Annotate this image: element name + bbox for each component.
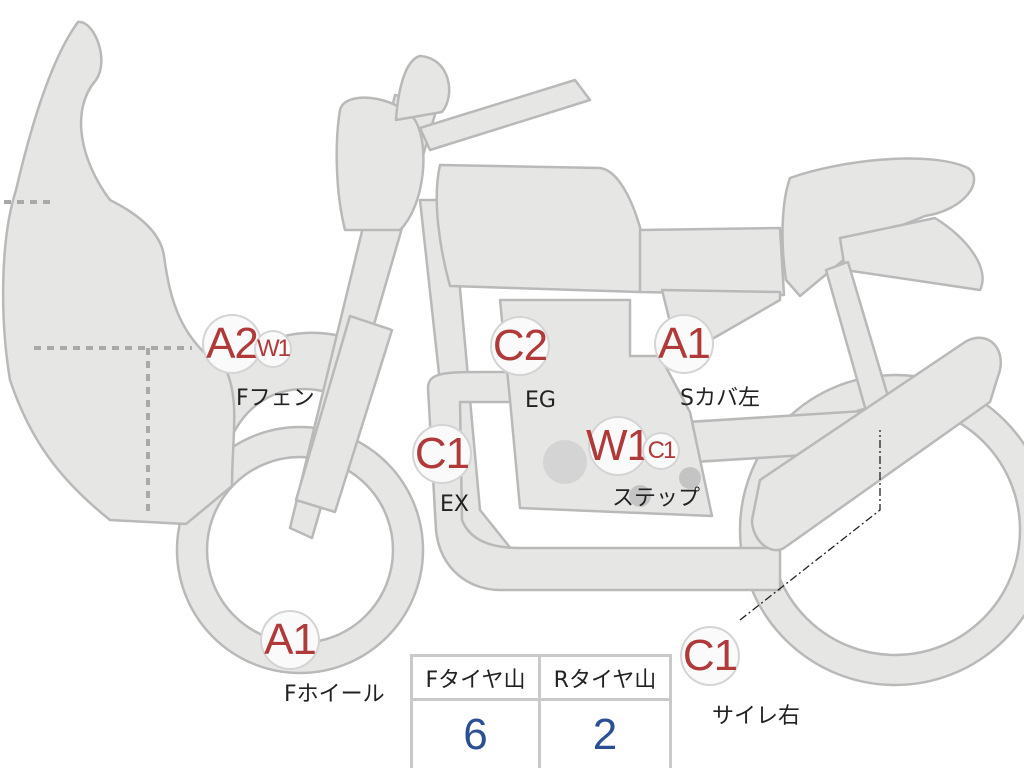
front-wheel-a1-marker: A1 [262, 612, 318, 668]
tire-tread-table: Fタイヤ山 Rタイヤ山 6 2 [410, 654, 672, 768]
front-fender-w1-marker: W1 [256, 332, 291, 366]
fuel-tank [435, 163, 652, 294]
exhaust-c1-marker: C1 [414, 426, 470, 482]
muffler-c1-marker: C1 [682, 628, 738, 684]
side-cover-a1-marker: A1 [656, 316, 712, 372]
front-tire-header: Fタイヤ山 [413, 657, 541, 701]
mirror [394, 54, 451, 122]
front-tire-value: 6 [413, 701, 541, 768]
fork-slider [294, 314, 394, 514]
front-fairing [1, 20, 236, 526]
engine-cover [543, 440, 587, 484]
exhaust-label: EX [440, 492, 469, 517]
side-cover-label: Sカバ左 [680, 386, 760, 411]
front-wheel-label: Fホイール [284, 682, 385, 707]
tail-cowl [781, 157, 976, 298]
muffler-label: サイレ右 [712, 704, 801, 729]
headlight [335, 96, 425, 232]
step-c1-marker: C1 [644, 434, 678, 468]
front-fender-a2-marker: A2 [204, 316, 260, 372]
muffler-leader-line [739, 430, 881, 621]
rear-tire-value: 2 [592, 709, 618, 759]
front-fender-label: Fフェン [236, 386, 315, 411]
step-w1-marker: W1 [586, 418, 651, 474]
rear-fender [838, 216, 984, 292]
step-label: ステップ [612, 486, 701, 511]
rear-tire-header: Rタイヤ山 [541, 657, 669, 701]
footpeg [679, 467, 701, 489]
exhaust-pipe [426, 370, 782, 592]
seat [638, 226, 786, 297]
handlebar [418, 78, 592, 152]
muffler-right [750, 336, 1003, 552]
engine-label: EG [525, 388, 556, 413]
engine-c2-marker: C2 [492, 318, 548, 374]
footpeg-rear [629, 485, 651, 507]
